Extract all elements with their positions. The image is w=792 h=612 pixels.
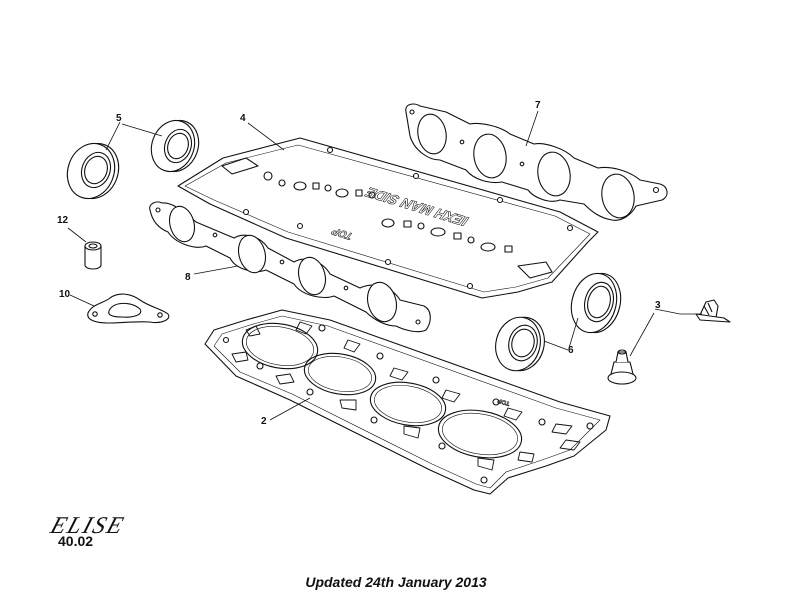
inlet-manifold-gasket-part-8 [149, 201, 431, 333]
callout-8: 8 [185, 272, 191, 283]
leader-6a [543, 340, 569, 351]
oil-seal-part-5 [66, 119, 200, 200]
head-top-mark: TOP [497, 397, 510, 406]
leader-lines [67, 110, 702, 421]
leader-5b [121, 123, 163, 137]
callout-12: 12 [57, 215, 69, 226]
leader-2 [269, 397, 311, 421]
cylinder-head-gasket-part-2: TOP [204, 309, 611, 495]
elise-logo: ELISE [46, 513, 128, 539]
callout-7: 7 [535, 100, 541, 111]
callout-4: 4 [240, 113, 246, 124]
leader-12 [67, 227, 87, 243]
exhaust-manifold-gasket-part-7 [405, 103, 668, 221]
leader-6b [568, 317, 579, 349]
leader-4 [247, 122, 285, 151]
leader-8 [193, 265, 239, 275]
cam-cover-gasket-part-4: IEXH MAN SIDE TOP [177, 137, 599, 299]
callout-10: 10 [59, 289, 71, 300]
oil-seal-part-6 [495, 272, 622, 372]
elise-logo-text: ELISE [46, 513, 128, 539]
leader-3a [654, 308, 702, 315]
callout-6: 6 [568, 345, 574, 356]
callout-3: 3 [655, 300, 661, 311]
dowel-part-12 [84, 241, 102, 270]
updated-footer: Updated 24th January 2013 [305, 574, 487, 590]
valve-stem-seal-part-3 [607, 299, 731, 385]
water-gasket-part-10 [87, 293, 170, 324]
callout-2: 2 [261, 416, 267, 427]
page-number: 40.02 [58, 533, 94, 549]
leader-5a [105, 121, 121, 151]
callout-5: 5 [116, 113, 122, 124]
leader-7 [525, 110, 539, 147]
leader-3b [629, 312, 655, 357]
leader-10 [69, 294, 95, 307]
